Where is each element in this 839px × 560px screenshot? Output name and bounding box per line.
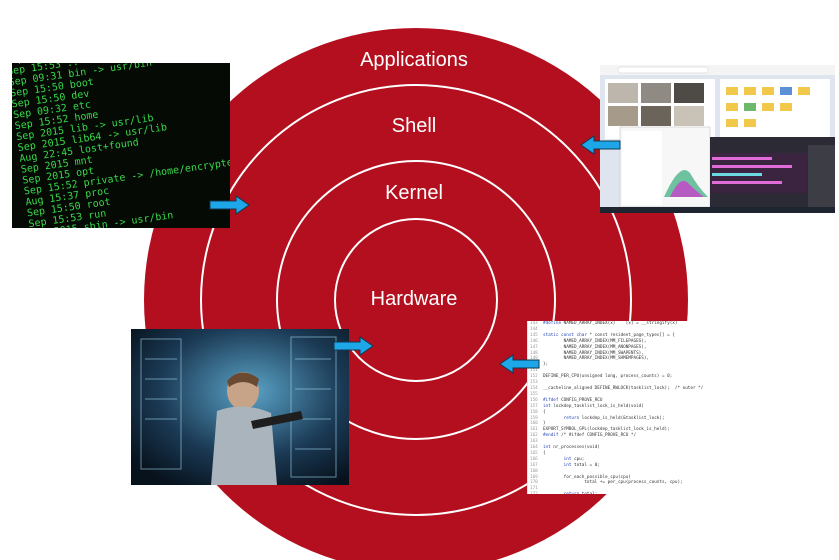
shell-label: Shell [391,115,437,137]
hardware-art [131,329,349,485]
arrow-desktop-to-shell [580,135,621,155]
shell-ring [200,84,632,516]
arrow-code-to-kernel [499,354,540,374]
hardware-label: Hardware [370,288,458,310]
desktop-art [600,65,835,213]
hardware-ring [334,218,498,382]
arrow-terminal-to-shell [209,195,250,215]
kernel-label: Kernel [385,182,443,204]
applications-label: Applications [360,49,468,71]
terminal-photo: Sep 15:53 . Sep 15:53 .. Sep 09:31 bin -… [12,63,230,228]
arrow-hardware-photo-to-hardware [333,336,374,356]
desktop-screenshot [600,65,835,213]
kernel-code: 143 #define NAMED_ARRAY_INDEX(x) [x] = _… [527,321,738,494]
kernel-ring [276,160,556,440]
hardware-photo [131,329,349,485]
